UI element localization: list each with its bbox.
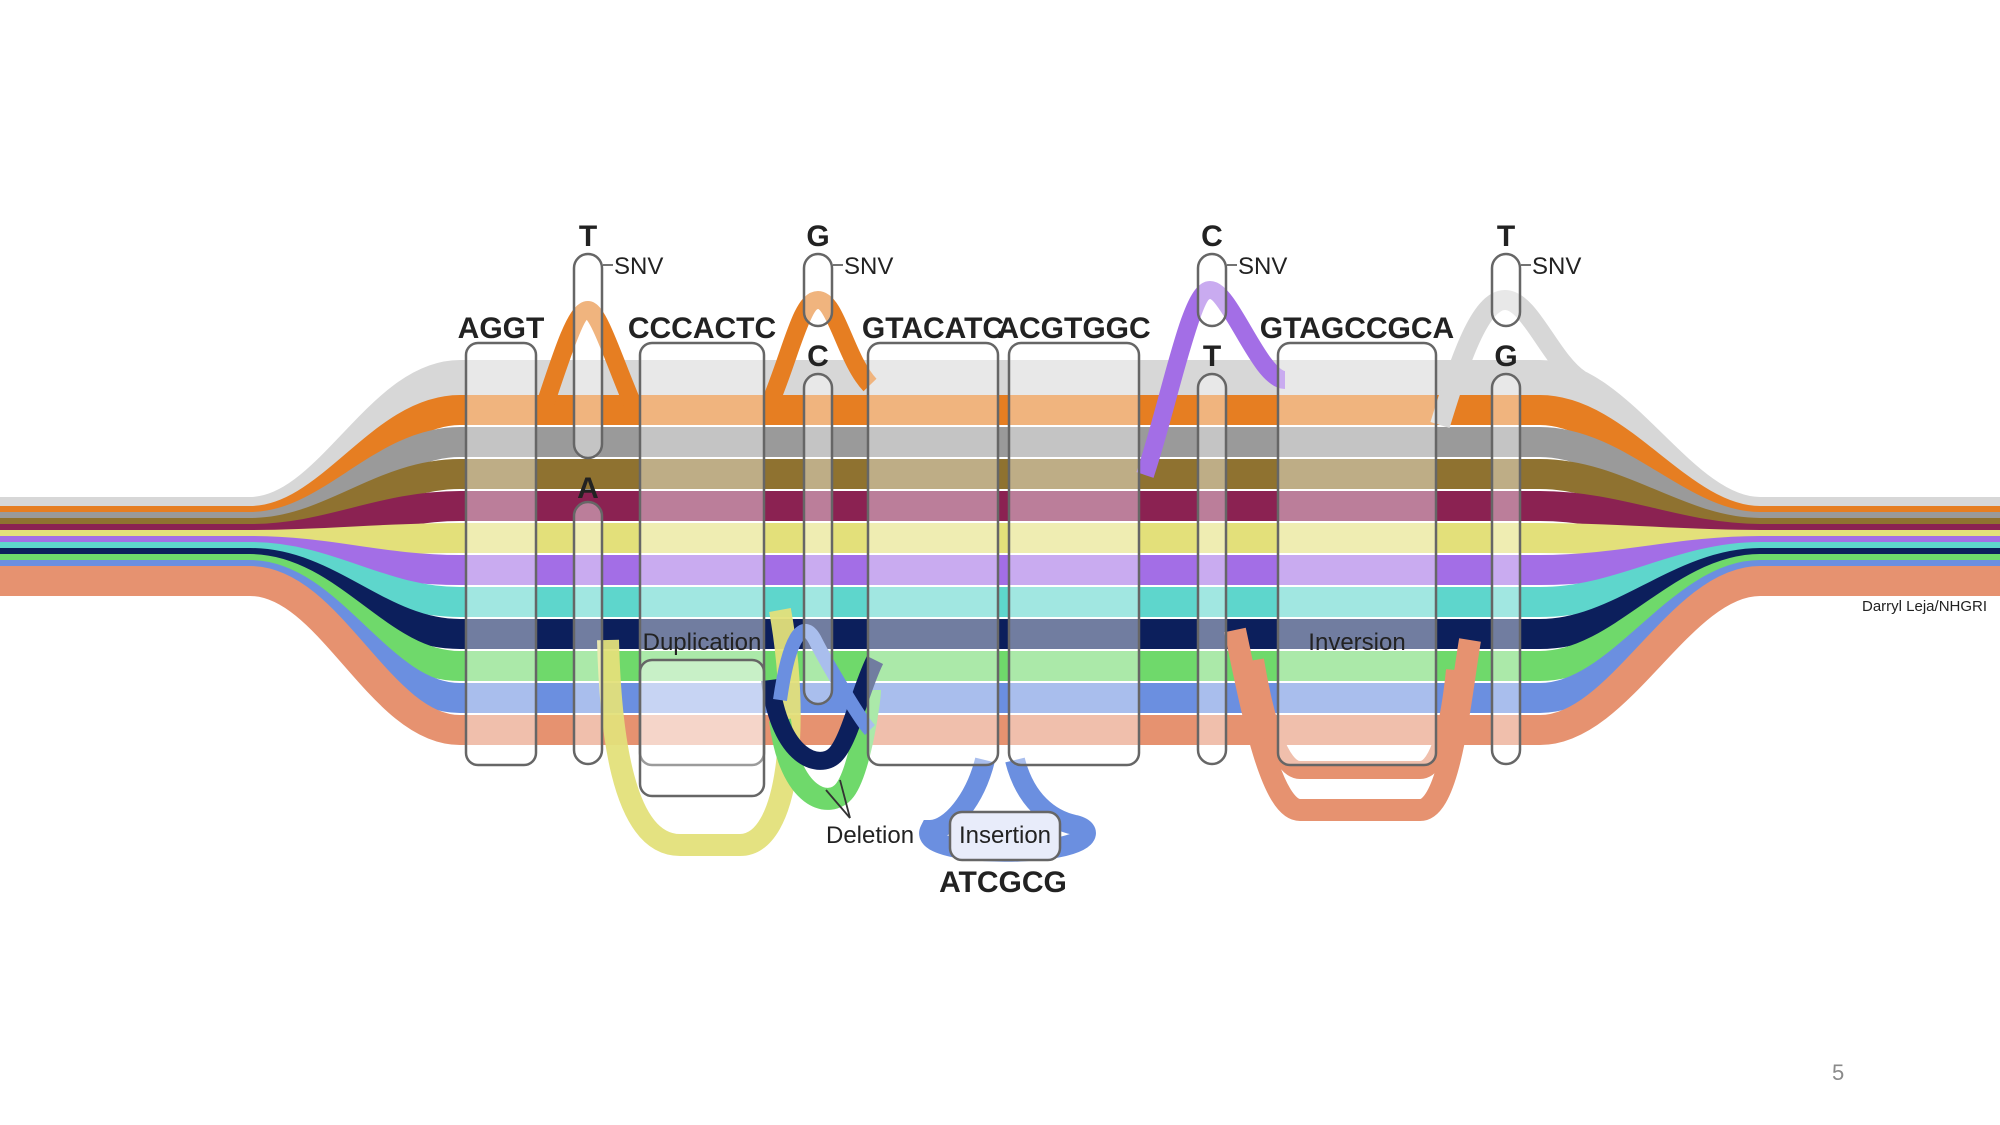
segment-label-3: GTACATC <box>862 312 1004 345</box>
image-credit: Darryl Leja/NHGRI <box>1862 598 1988 615</box>
inversion-label: Inversion <box>1308 629 1405 656</box>
snv-loop-orange-2 <box>756 290 877 419</box>
segment-labels: AGGT CCCACTC GTACATC ACGTGGC GTAGCCGCA <box>458 312 1455 345</box>
snv-loop-purple-3 <box>1136 280 1288 478</box>
deletion-label: Deletion <box>826 822 914 849</box>
snv3-top-node <box>1196 252 1228 328</box>
deletion-pointer-1 <box>825 789 851 819</box>
snv4-label: SNV <box>1532 253 1581 280</box>
segment-label-2: CCCACTC <box>628 312 776 345</box>
duplication-loop <box>597 608 801 856</box>
snv4-top-allele: T <box>1497 220 1515 253</box>
segment-node-aggt <box>464 341 538 767</box>
page-number: 5 <box>1832 1060 1845 1085</box>
snv2-top-node <box>802 252 834 328</box>
snv2-bottom-node <box>802 372 834 706</box>
inversion-loop-2 <box>1246 658 1464 779</box>
snv2-label: SNV <box>844 253 893 280</box>
snv1-top-allele: T <box>579 220 597 253</box>
snv2-top-allele: G <box>806 220 829 253</box>
snv-loop-orange-1 <box>531 300 649 425</box>
insertion-node <box>948 810 1062 862</box>
annotation-labels: Duplication Inversion Deletion Insertion… <box>643 629 1406 899</box>
inversion-loop-1 <box>1224 627 1481 821</box>
segment-node-cccactc-dup <box>638 658 766 798</box>
duplication-label: Duplication <box>643 629 762 656</box>
snv3-top-allele: C <box>1201 220 1223 253</box>
segment-label-5: GTAGCCGCA <box>1260 312 1454 345</box>
snv1-top-node <box>572 252 604 460</box>
segment-label-1: AGGT <box>458 312 545 345</box>
snv3-bottom-node <box>1196 372 1228 766</box>
snv3-label: SNV <box>1238 253 1287 280</box>
snv3-bottom-allele: T <box>1203 340 1221 373</box>
haplotype-strands <box>0 360 2000 745</box>
strand-12 <box>0 566 2000 745</box>
deletion-loop-navy <box>761 655 884 770</box>
snv4-bottom-allele: G <box>1494 340 1517 373</box>
snv1-bottom-node <box>572 500 604 766</box>
deletion-loop-blue <box>773 624 876 735</box>
snv4-top-node <box>1490 252 1522 328</box>
segment-node-gtacatc <box>866 341 1000 767</box>
segment-label-4: ACGTGGC <box>997 312 1150 345</box>
variant-labels: T A SNV G C SNV C T SNV T G SNV <box>577 220 1581 505</box>
segment-node-gtagccgca <box>1276 341 1438 767</box>
snv1-bottom-allele: A <box>577 472 599 505</box>
snv2-bottom-allele: C <box>807 340 829 373</box>
segment-nodes <box>464 252 1522 862</box>
insertion-label: Insertion <box>959 822 1051 849</box>
deletion-pointer-2 <box>839 779 851 819</box>
snv1-label: SNV <box>614 253 663 280</box>
insertion-sequence: ATCGCG <box>939 866 1067 899</box>
segment-node-acgtggc <box>1007 341 1141 767</box>
snv-loop-gray-4 <box>1430 289 1587 428</box>
snv4-bottom-node <box>1490 372 1522 766</box>
